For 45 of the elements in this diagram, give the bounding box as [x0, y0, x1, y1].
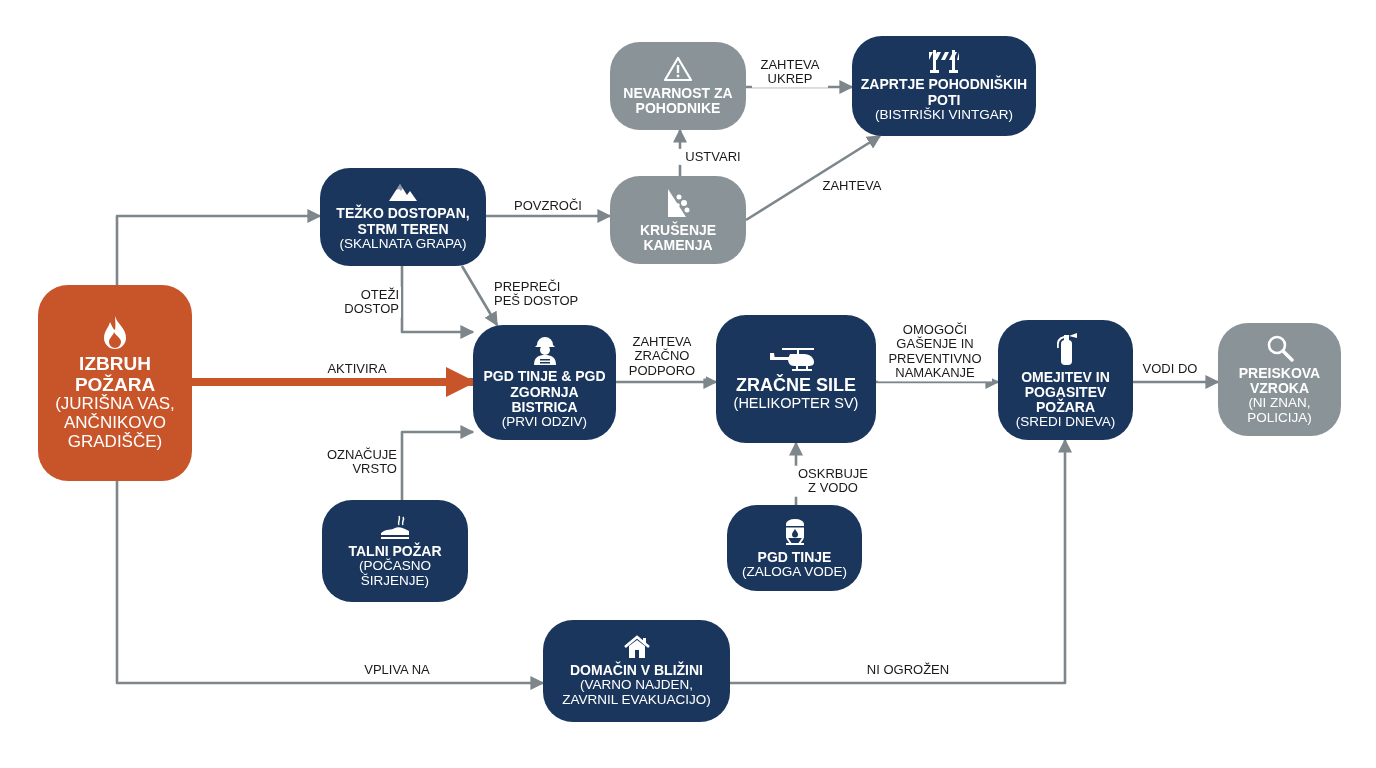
node-title: PGD TINJE	[757, 550, 832, 566]
process-box	[473, 325, 616, 440]
process-box	[322, 500, 468, 602]
arrow	[1133, 375, 1220, 389]
node-title: TALNI POŽAR	[348, 543, 442, 559]
arrow	[400, 266, 475, 339]
node-subtitle: (PRVI ODZIV)	[501, 414, 588, 430]
node-subtitle: (HELIKOPTER SV)	[733, 395, 859, 412]
arrow	[730, 438, 1072, 685]
process-box	[998, 320, 1133, 440]
arrow	[460, 265, 499, 327]
node-subtitle: (VARNO NAJDEN, ZAVRNIL EVAKUACIJO)	[561, 677, 712, 708]
node-subtitle: (POČASNO ŠIRJENJE)	[358, 558, 432, 589]
node-title: IZBRUH POŽARA	[74, 354, 157, 395]
process-box	[852, 36, 1036, 136]
node-title: PREISKOVA VZROKA	[1237, 365, 1322, 396]
arrow	[486, 209, 612, 223]
node-title: TEŽKO DOSTOPAN, STRM TEREN	[335, 206, 471, 237]
node-subtitle: (NI ZNAN, POLICIJA)	[1246, 395, 1313, 426]
process-box	[543, 620, 730, 722]
event-box	[38, 285, 192, 481]
node-title: KRUŠENJE KAMENJA	[638, 222, 718, 254]
process-box	[320, 168, 486, 266]
node-subtitle: (BISTRIŠKI VINTGAR)	[875, 107, 1013, 123]
node-title: DOMAČIN V BLIŽINI	[570, 662, 703, 678]
arrow	[745, 134, 882, 222]
process-box	[1218, 323, 1341, 436]
node-title: ZRAČNE SILE	[736, 376, 856, 396]
node-title: OMEJITEV IN POGASITEV POŽARA	[1020, 369, 1111, 416]
node-subtitle: (JURIŠNA VAS, ANČNIKOVO GRADIŠČE)	[54, 395, 176, 452]
node-title: PGD TINJE & PGD ZGORNJA BISTRICA	[482, 369, 607, 415]
edge-label: OMOGOČI GAŠENJE IN PREVENTIVNO NAMAKANJE	[878, 322, 992, 382]
node-subtitle: (SKALNATA GRAPA)	[339, 236, 467, 252]
node-title: NEVARNOST ZA POHODNIKE	[622, 85, 734, 117]
arrow	[616, 375, 718, 389]
node-subtitle: (SREDI DNEVA)	[1015, 415, 1116, 431]
arrow	[400, 425, 475, 500]
process-box	[610, 42, 746, 130]
arrow	[115, 481, 545, 690]
node-title: ZAPRTJE POHODNIŠKIH POTI	[860, 77, 1028, 108]
process-box	[727, 505, 862, 591]
arrow	[115, 209, 322, 285]
process-box	[716, 315, 876, 443]
process-box	[610, 176, 746, 264]
node-subtitle: (ZALOGA VODE)	[742, 565, 847, 580]
